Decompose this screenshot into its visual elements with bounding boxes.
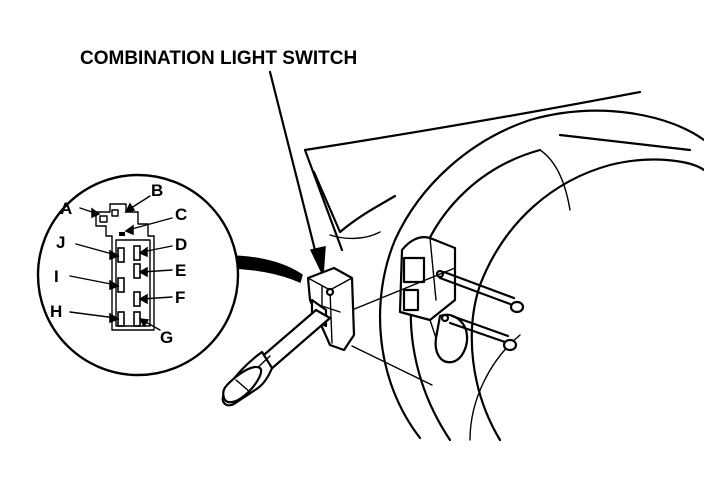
pin-label-b: B <box>151 181 163 200</box>
title-leader <box>268 70 326 278</box>
pin-label-i: I <box>54 267 59 286</box>
magnifier-pointer <box>225 255 303 284</box>
pin-label-h: H <box>50 302 62 321</box>
pin-label-e: E <box>175 261 186 280</box>
pin-label-g: G <box>160 328 173 347</box>
pin-label-f: F <box>175 288 185 307</box>
column-bracket <box>398 236 469 364</box>
connector-magnifier: A B C D E F G H I J <box>36 173 240 377</box>
pin-label-a: A <box>60 199 72 218</box>
diagram-title: COMBINATION LIGHT SWITCH <box>80 48 357 69</box>
pin-label-d: D <box>175 235 187 254</box>
mounting-screws <box>435 269 525 352</box>
pin-label-c: C <box>175 205 187 224</box>
pin-label-j: J <box>56 233 65 252</box>
switch-lever <box>221 308 332 407</box>
dashboard-outline <box>303 90 692 252</box>
assembly-guide-lines <box>351 267 456 386</box>
combination-switch <box>306 266 356 352</box>
